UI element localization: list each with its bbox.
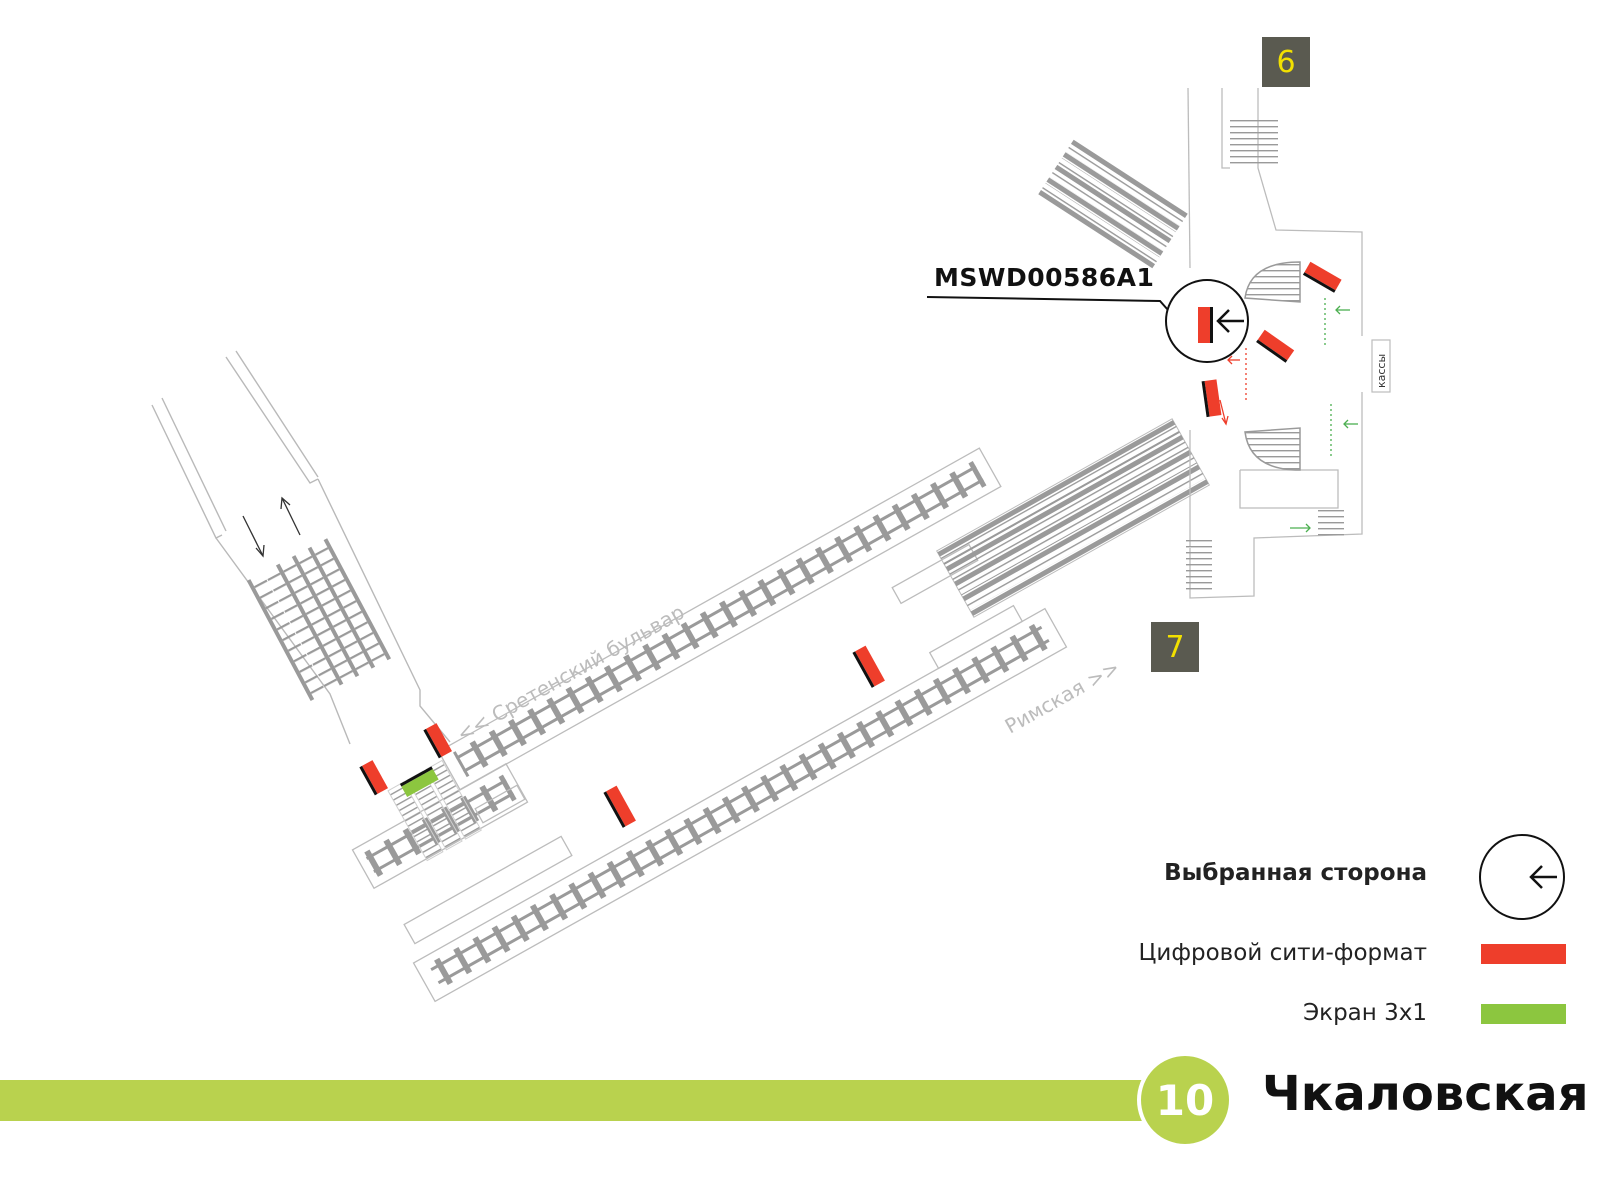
left-corridor — [151, 350, 451, 745]
metro-line-number: 10 — [1137, 1052, 1233, 1148]
legend-screen-3x1-swatch — [1481, 1004, 1566, 1024]
left-escalators — [246, 538, 392, 702]
legend-digital-city-format-label: Цифровой сити-формат — [1138, 940, 1427, 966]
exit-badge-7: 7 — [1151, 622, 1199, 672]
screen-3x1-marker — [399, 766, 439, 797]
station-name: Чкаловская — [1262, 1066, 1589, 1122]
turnstiles — [1244, 261, 1301, 471]
digital-city-format-marker — [423, 723, 453, 759]
kassy-box — [1371, 339, 1391, 393]
selected-code-label: MSWD00586A1 — [934, 263, 1155, 292]
digital-city-format-marker — [603, 785, 636, 828]
legend-selected-side-label: Выбранная сторона — [1164, 860, 1427, 886]
digital-city-format-marker — [1201, 379, 1222, 418]
digital-city-format-marker — [1198, 307, 1213, 343]
exit-badge-6: 6 — [1262, 37, 1310, 87]
selected-side-callout — [926, 279, 1249, 363]
kassy-label: кассы — [1375, 354, 1388, 388]
platform-edges — [403, 543, 1024, 945]
digital-city-format-marker — [1302, 261, 1342, 293]
vestibule-stairs — [1186, 120, 1344, 592]
track-upper — [437, 447, 1002, 791]
street-label-rimskaya: Римская >> — [1001, 655, 1124, 738]
digital-city-format-marker — [1256, 329, 1295, 363]
callout-leader-line — [926, 296, 1169, 311]
street-label-sretensky: << Сретенский бульвар — [453, 600, 689, 747]
arrow-left-icon — [1216, 309, 1244, 333]
digital-city-format-marker — [359, 760, 389, 796]
selected-side-circle — [1165, 279, 1249, 363]
direction-arrows-left — [242, 496, 301, 558]
legend-selected-side-icon — [1479, 834, 1565, 920]
main-escalators — [935, 418, 1211, 618]
digital-city-format-marker — [852, 645, 885, 688]
turnstile-lines-green — [1290, 298, 1358, 533]
legend-digital-city-format-swatch — [1481, 944, 1566, 964]
ad-markers — [359, 261, 1342, 828]
turnstile-lines-red — [1219, 348, 1247, 426]
legend-screen-3x1-label: Экран 3х1 — [1303, 1000, 1427, 1026]
arrow-left-icon — [1529, 865, 1557, 889]
platform-end-stairs — [387, 759, 482, 862]
upper-escalators — [1038, 139, 1188, 269]
metro-line-bar — [0, 1080, 1160, 1121]
track-lower — [412, 607, 1068, 1003]
